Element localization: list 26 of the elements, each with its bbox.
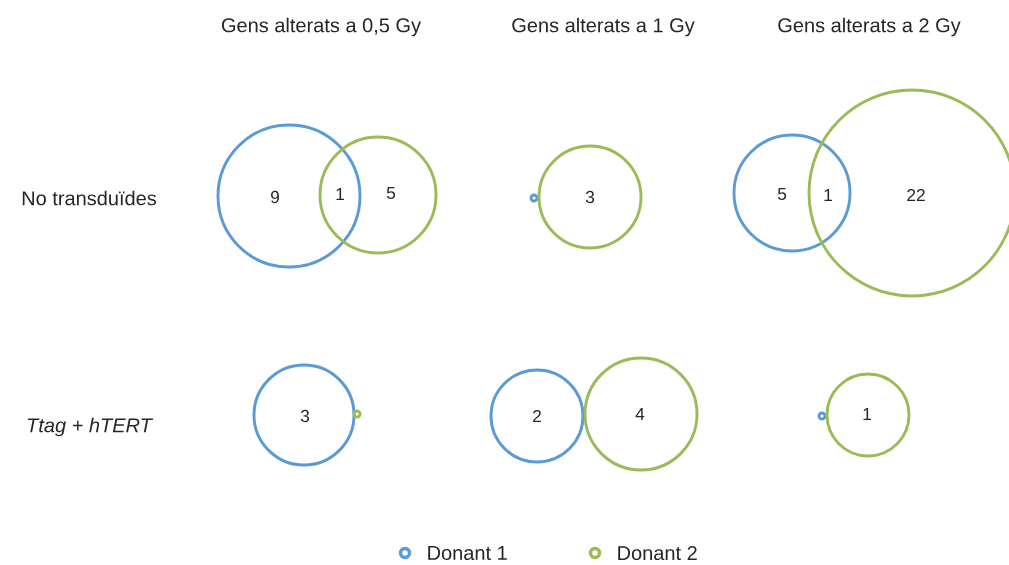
venn-circle — [318, 135, 438, 255]
venn-circle — [825, 372, 911, 458]
count-label: 1 — [824, 189, 832, 201]
column-header: Gens alterats a 2 Gy — [778, 17, 961, 37]
count-label: 1 — [336, 188, 344, 200]
legend-label: Donant 2 — [618, 545, 697, 561]
venn-circle — [583, 356, 699, 472]
row-header: No transduïdes — [22, 190, 157, 206]
venn-circle — [537, 144, 643, 250]
count-label: 5 — [386, 186, 396, 200]
count-label: 1 — [863, 408, 871, 420]
column-header: Gens alterats a 0,5 Gy — [221, 17, 421, 37]
count-label: 3 — [585, 190, 595, 204]
venn-circle — [216, 123, 362, 269]
legend-label: Donant 1 — [428, 546, 507, 560]
venn-circle — [489, 368, 585, 464]
venn-circle — [732, 133, 852, 253]
count-label: 5 — [777, 187, 787, 201]
row-header: Ttag + hTERT — [27, 417, 154, 437]
venn-circle — [252, 363, 356, 467]
count-label: 22 — [907, 188, 925, 202]
count-label: 9 — [271, 190, 279, 204]
count-label: 2 — [533, 409, 541, 423]
count-label: 4 — [635, 408, 645, 420]
count-label: 3 — [300, 409, 310, 423]
column-header: Gens alterats a 1 Gy — [512, 17, 695, 37]
